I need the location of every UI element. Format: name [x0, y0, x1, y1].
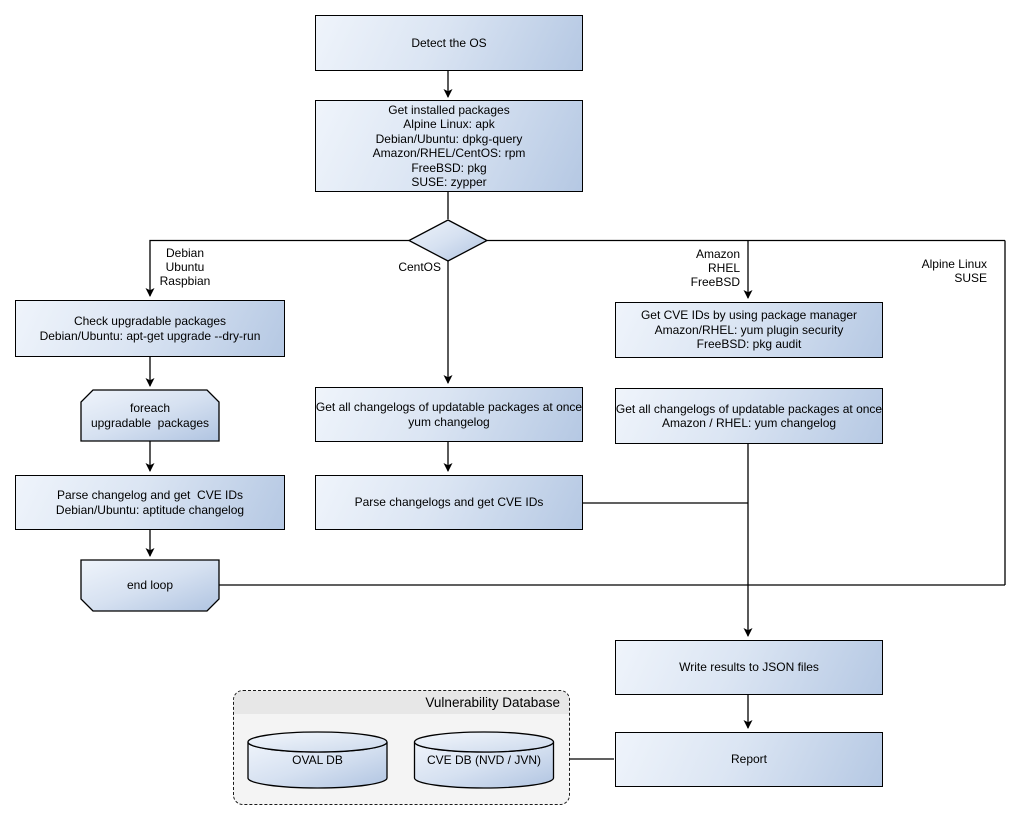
- end-loop-label: end loop: [81, 560, 219, 611]
- text-line: SUSE: [954, 271, 987, 285]
- text-line: Amazon/RHEL: yum plugin security: [654, 322, 844, 337]
- text-line: FreeBSD: pkg audit: [696, 337, 802, 352]
- node-get-changelogs-yum: Get all changelogs of updatable packages…: [315, 387, 583, 442]
- text-line: Parse changelogs and get CVE IDs: [354, 495, 544, 510]
- text-line: end loop: [126, 578, 174, 593]
- text-line: Get CVE IDs by using package manager: [640, 308, 858, 323]
- text-line: RHEL: [707, 261, 740, 275]
- text-line: upgradable packages: [90, 415, 210, 430]
- text-line: yum changelog: [408, 414, 490, 429]
- text-line: Check upgradable packages: [73, 314, 227, 328]
- node-report: Report: [615, 732, 883, 787]
- text-line: Amazon/RHEL/CentOS: rpm: [372, 146, 526, 160]
- text-line: Write results to JSON files: [679, 660, 819, 675]
- cylinder-oval-db-top: [247, 731, 388, 753]
- text-line: Debian/Ubuntu: aptitude changelog: [55, 502, 245, 517]
- oval-db-label: OVAL DB: [292, 752, 343, 767]
- text-line: foreach: [129, 401, 171, 415]
- text-line: Get all changelogs of updatable packages…: [615, 401, 883, 416]
- decision-diamond-os: [407, 219, 489, 262]
- node-detect-os: Detect the OS: [315, 15, 583, 71]
- text-line: Get all changelogs of updatable packages…: [315, 400, 583, 414]
- end-loop-shape: [80, 559, 220, 612]
- text-line: Report: [730, 752, 768, 767]
- text-line: Debian/Ubuntu: apt-get upgrade --dry-run: [39, 328, 261, 343]
- foreach-loop-shape: [80, 389, 220, 442]
- branch-label-centos: CentOS: [361, 260, 441, 274]
- text-line: Alpine Linux: apk: [403, 117, 495, 131]
- vulnerability-database-title: Vulnerability Database: [234, 691, 569, 714]
- cylinder-cve-db: [413, 731, 555, 789]
- text-line: FreeBSD: [690, 275, 740, 289]
- cylinder-oval-db: [247, 731, 388, 789]
- text-line: Raspbian: [159, 274, 211, 288]
- text-line: CentOS: [398, 260, 441, 274]
- connectors: [145, 71, 1006, 760]
- node-write-results-json: Write results to JSON files: [615, 640, 883, 695]
- text-line: Parse changelog and get CVE IDs: [56, 488, 244, 502]
- text-line: Debian: [165, 246, 205, 260]
- text-line: Amazon / RHEL: yum changelog: [661, 416, 837, 430]
- text-line: FreeBSD: pkg: [411, 160, 487, 175]
- text-line: Alpine Linux: [921, 257, 987, 271]
- cylinder-cve-db-top: [413, 731, 555, 753]
- cve-db-label: CVE DB (NVD / JVN): [426, 752, 541, 767]
- node-parse-changelogs: Parse changelogs and get CVE IDs: [315, 475, 583, 530]
- connector-branch-debian: [145, 239, 409, 297]
- text-line: Debian/Ubuntu: dpkg-query: [375, 131, 523, 146]
- node-get-changelogs-amazon: Get all changelogs of updatable packages…: [615, 388, 883, 444]
- text-line: Amazon: [695, 247, 740, 261]
- text-line: Ubuntu: [165, 260, 205, 274]
- text-line: Detect the OS: [411, 35, 487, 50]
- text-line: SUSE: zypper: [411, 175, 487, 189]
- text-line: Get installed packages: [388, 102, 510, 117]
